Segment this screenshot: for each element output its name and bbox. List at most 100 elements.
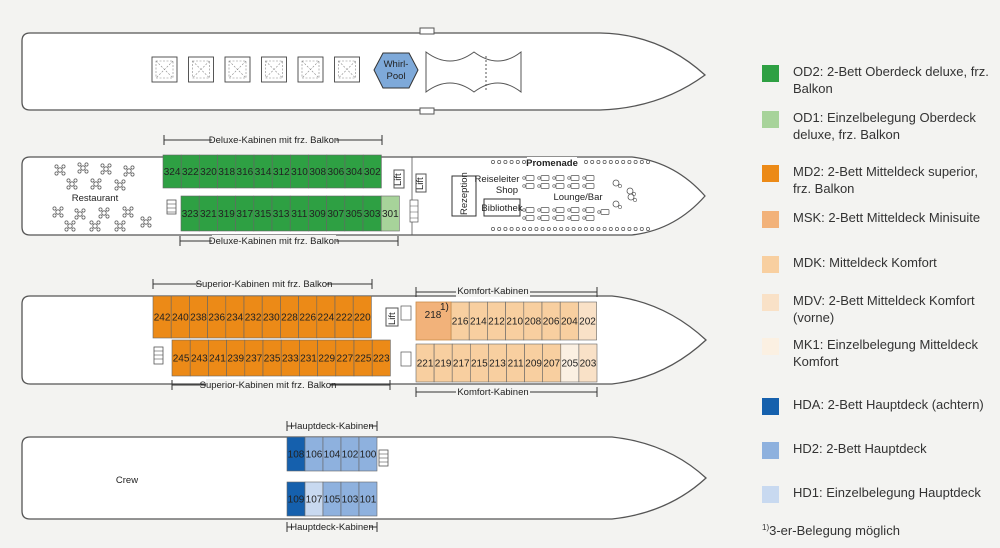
cabin-212: 212 bbox=[488, 317, 505, 328]
legend-label-hd1: HD1: Einzelbelegung Hauptdeck bbox=[793, 485, 981, 500]
restaurant-table bbox=[140, 216, 152, 228]
reception-label: Rezeption bbox=[459, 172, 470, 215]
main-cabins-label-bottom: Hauptdeck-Kabinen bbox=[290, 522, 373, 533]
cabin-236: 236 bbox=[208, 313, 225, 324]
cabin-223-box bbox=[371, 339, 391, 377]
gangway-top bbox=[419, 27, 435, 35]
lounge-seat bbox=[522, 175, 535, 181]
cabin-308: 308 bbox=[309, 167, 326, 178]
legend-label-md2: MD2: 2-Bett Mitteldeck superior, frz. Ba… bbox=[793, 164, 978, 196]
cabin-202: 202 bbox=[579, 317, 596, 328]
cabin-225: 225 bbox=[355, 354, 372, 365]
railing-post bbox=[584, 160, 588, 164]
cabin-104: 104 bbox=[324, 450, 341, 461]
shop-label: Shop bbox=[496, 185, 518, 196]
tour-guide-label: Reiseleiter bbox=[475, 174, 520, 185]
cabin-316: 316 bbox=[237, 167, 254, 178]
cabin-306: 306 bbox=[328, 167, 345, 178]
crew-label: Crew bbox=[116, 475, 138, 486]
cabin-215: 215 bbox=[471, 359, 488, 370]
main-deck: Crew Hauptdeck-Kabinen Hauptdeck-Kabinen… bbox=[21, 420, 707, 533]
cabin-231: 231 bbox=[300, 354, 317, 365]
cabin-310: 310 bbox=[291, 167, 308, 178]
cabin-322: 322 bbox=[182, 167, 199, 178]
legend-swatch-mk1 bbox=[762, 338, 779, 355]
lounge-armchair bbox=[612, 200, 622, 209]
upper-lift-1: Lift bbox=[393, 169, 405, 189]
sun-lounger bbox=[297, 56, 324, 83]
cabin-228: 228 bbox=[281, 313, 298, 324]
library: Bibliothek bbox=[481, 198, 523, 217]
lounge-label: Lounge/Bar bbox=[553, 192, 602, 203]
legend-label-hda: HDA: 2-Bett Hauptdeck (achtern) bbox=[793, 397, 984, 412]
deluxe-cabins-label-bottom: Deluxe-Kabinen mit frz. Balkon bbox=[209, 236, 339, 247]
railing-post bbox=[602, 160, 607, 164]
lounge-seat bbox=[522, 215, 535, 221]
cabin-209: 209 bbox=[525, 359, 542, 370]
railing-post bbox=[639, 160, 644, 164]
railing-post bbox=[608, 160, 613, 164]
lounge-seat bbox=[582, 207, 595, 213]
promenade-railing-top bbox=[491, 160, 650, 164]
middle-deck-stairs bbox=[153, 346, 164, 365]
middle-deck-top-left-dimension: Superior-Kabinen mit frz. Balkon bbox=[152, 278, 373, 290]
middle-lift: Lift bbox=[385, 307, 399, 327]
legend-item-mk1: MK1: Einzelbelegung Mitteldeck Komfort bbox=[762, 336, 993, 370]
railing-post bbox=[559, 227, 564, 231]
cabin-307: 307 bbox=[327, 209, 344, 220]
railing-post bbox=[553, 227, 557, 231]
cabin-242: 242 bbox=[154, 313, 171, 324]
cabin-218: 218 bbox=[425, 310, 442, 321]
restaurant-table bbox=[123, 165, 135, 177]
restaurant-table bbox=[64, 220, 76, 232]
middle-deck-suite: 218 1) bbox=[415, 301, 452, 341]
sun-deck: Whirl- Pool bbox=[21, 27, 707, 115]
upper-lift-2: Lift bbox=[415, 173, 427, 193]
lounge-armchair bbox=[627, 193, 637, 202]
cabin-241: 241 bbox=[209, 354, 226, 365]
cabin-213: 213 bbox=[489, 359, 506, 370]
cabin-203: 203 bbox=[580, 359, 597, 370]
legend-label-od1: OD1: Einzelbelegung Oberdeck deluxe, frz… bbox=[793, 110, 976, 142]
lounge-seat bbox=[552, 183, 565, 189]
railing-post bbox=[509, 160, 514, 164]
cabin-317: 317 bbox=[236, 209, 253, 220]
cabin-220-box bbox=[352, 295, 372, 339]
cabin-320: 320 bbox=[200, 167, 217, 178]
cabin-305: 305 bbox=[346, 209, 363, 220]
lounge-seat bbox=[567, 183, 580, 189]
promenade-railing-bottom bbox=[491, 227, 650, 231]
legend-swatch-hd1 bbox=[762, 486, 779, 503]
main-cabins-label-top: Hauptdeck-Kabinen bbox=[290, 421, 373, 432]
legend-item-hd2: HD2: 2-Bett Hauptdeck bbox=[762, 440, 993, 459]
legend-swatch-hda bbox=[762, 398, 779, 415]
lounge-armchair bbox=[612, 179, 622, 188]
restaurant-table bbox=[90, 178, 102, 190]
legend-item-od1: OD1: Einzelbelegung Oberdeck deluxe, frz… bbox=[762, 109, 993, 143]
cabin-319: 319 bbox=[218, 209, 235, 220]
middle-deck-bottom-right-dimension: Komfort-Kabinen bbox=[415, 386, 598, 398]
railing-post bbox=[540, 227, 545, 231]
railing-post bbox=[534, 227, 539, 231]
cabin-233: 233 bbox=[282, 354, 299, 365]
cabin-304: 304 bbox=[346, 167, 363, 178]
legend-item-msk: MSK: 2-Bett Mitteldeck Minisuite bbox=[762, 209, 993, 228]
middle-deck-center-stairs bbox=[400, 305, 412, 367]
cabin-238: 238 bbox=[190, 313, 207, 324]
cabin-313: 313 bbox=[273, 209, 290, 220]
lounge-seat bbox=[582, 215, 595, 221]
sun-deck-hull bbox=[21, 32, 707, 111]
cabin-102: 102 bbox=[342, 450, 359, 461]
cabin-100: 100 bbox=[360, 450, 377, 461]
cabin-301-box bbox=[380, 195, 400, 232]
footnote-mark: 1) bbox=[762, 523, 770, 532]
restaurant-table bbox=[74, 208, 86, 220]
cabin-205: 205 bbox=[562, 359, 579, 370]
cabin-324: 324 bbox=[164, 167, 181, 178]
lounge-seat bbox=[567, 175, 580, 181]
railing-post bbox=[515, 227, 520, 231]
